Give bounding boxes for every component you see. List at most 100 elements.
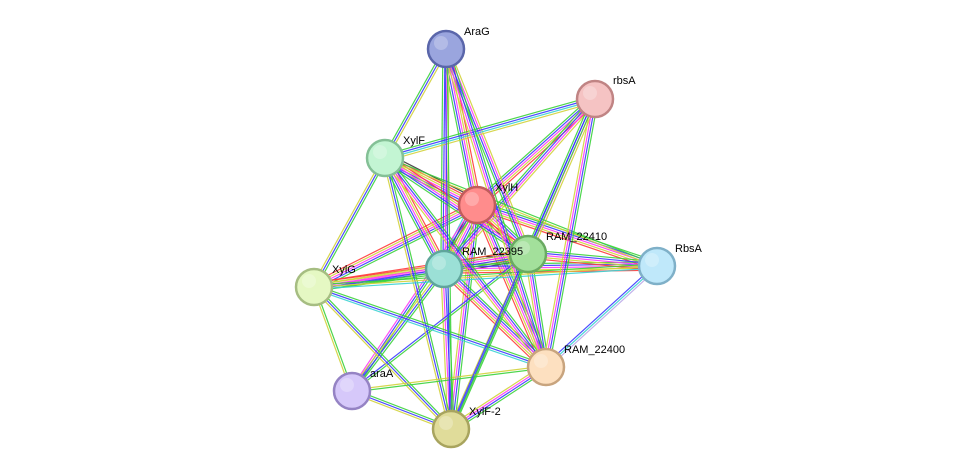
edge-evidence-line — [314, 267, 658, 290]
edge-5-1[interactable] — [441, 96, 598, 272]
node-highlight — [340, 378, 354, 392]
edge-evidence-line — [387, 155, 549, 366]
edge-2-0[interactable] — [382, 47, 449, 160]
node-arag[interactable]: AraG — [426, 26, 490, 69]
edge-evidence-line — [314, 255, 529, 290]
edge-evidence-line — [380, 159, 441, 272]
edge-evidence-line — [313, 265, 658, 288]
node-xylg[interactable]: XylG — [294, 264, 356, 307]
node-circle-xylf[interactable] — [365, 138, 405, 178]
edge-evidence-line — [384, 157, 452, 430]
node-circle-xylg[interactable] — [294, 267, 334, 307]
edge-2-1[interactable] — [383, 95, 597, 162]
node-highlight — [432, 256, 446, 270]
node-highlight — [645, 253, 659, 267]
node-ram-22395[interactable]: RAM_22395 — [424, 246, 523, 289]
node-highlight — [516, 241, 530, 255]
edge-evidence-line — [440, 271, 544, 371]
edge-evidence-line — [446, 48, 530, 254]
edge-evidence-line — [384, 97, 595, 158]
edge-evidence-line — [313, 251, 528, 286]
edge-0-10[interactable] — [444, 48, 453, 430]
node-circle-ram-22395[interactable] — [424, 249, 464, 289]
node-circle-ram-22410[interactable] — [508, 234, 548, 274]
node-rbsa[interactable]: RbsA — [637, 243, 703, 286]
edge-evidence-line — [386, 49, 449, 160]
edge-evidence-line — [453, 205, 481, 430]
node-highlight — [465, 192, 479, 206]
node-circle-araa[interactable] — [332, 371, 372, 411]
edge-evidence-line — [382, 47, 445, 158]
node-circle-xylf-2[interactable] — [431, 409, 471, 449]
node-xylf-2[interactable]: XylF-2 — [431, 406, 501, 449]
edge-evidence-line — [528, 249, 658, 263]
edge-evidence-line — [314, 206, 479, 290]
edge-7-6[interactable] — [313, 263, 658, 290]
edge-4-6[interactable] — [527, 249, 658, 271]
edge-4-2[interactable] — [382, 154, 531, 258]
edge-evidence-line — [448, 47, 532, 254]
edge-evidence-line — [444, 99, 597, 271]
edge-2-6[interactable] — [384, 156, 658, 268]
edge-2-10[interactable] — [382, 157, 454, 430]
edge-1-8[interactable] — [542, 98, 599, 368]
edge-evidence-line — [382, 158, 443, 271]
edge-evidence-line — [473, 95, 593, 203]
edge-evidence-line — [448, 47, 550, 367]
node-circle-rbsa[interactable] — [575, 79, 615, 119]
node-circle-xylh[interactable] — [457, 185, 497, 225]
edge-evidence-line — [441, 96, 594, 268]
edge-evidence-line — [544, 264, 656, 366]
node-label-rbsa: rbsA — [613, 75, 636, 87]
node-ram-22400[interactable]: RAM_22400 — [526, 344, 625, 387]
node-label-araa: araA — [370, 368, 394, 380]
edge-evidence-line — [384, 48, 447, 159]
edge-evidence-line — [446, 48, 453, 429]
edge-evidence-line — [444, 49, 451, 430]
edge-evidence-line — [315, 158, 388, 289]
edge-8-6[interactable] — [544, 264, 659, 369]
node-highlight — [583, 86, 597, 100]
node-xylh[interactable]: XylH — [457, 182, 518, 225]
edge-evidence-line — [475, 96, 594, 204]
edge-evidence-line — [351, 268, 445, 392]
node-label-rbsa: RbsA — [675, 243, 703, 255]
edge-evidence-line — [385, 101, 597, 162]
edge-evidence-line — [313, 249, 528, 284]
edge-evidence-line — [314, 284, 547, 366]
edge-evidence-line — [524, 97, 593, 253]
node-xylf[interactable]: XylF — [365, 135, 425, 178]
node-circle-rbsa[interactable] — [637, 246, 677, 286]
node-highlight — [302, 274, 316, 288]
node-highlight — [434, 36, 448, 50]
edge-evidence-line — [385, 156, 548, 367]
edge-evidence-line — [313, 286, 547, 368]
edge-evidence-line — [313, 286, 452, 430]
edge-evidence-line — [315, 285, 453, 428]
edge-evidence-line — [385, 99, 596, 160]
node-rbsa[interactable]: rbsA — [575, 75, 636, 119]
edge-7-8[interactable] — [313, 284, 547, 370]
edge-evidence-line — [546, 99, 597, 368]
edge-2-8[interactable] — [382, 155, 549, 370]
edge-evidence-line — [353, 269, 447, 393]
edge-5-9[interactable] — [349, 267, 447, 393]
edge-4-7[interactable] — [313, 249, 529, 292]
node-label-ram-22410: RAM_22410 — [546, 231, 607, 243]
node-araa[interactable]: araA — [332, 368, 394, 411]
edge-4-0[interactable] — [442, 47, 532, 256]
edge-evidence-line — [312, 288, 450, 431]
edge-evidence-line — [349, 267, 443, 391]
node-circle-arag[interactable] — [426, 29, 466, 69]
edge-evidence-line — [545, 265, 658, 368]
edge-evidence-line — [382, 160, 526, 258]
edges-layer — [311, 47, 659, 433]
node-circle-ram-22400[interactable] — [526, 347, 566, 387]
edge-7-10[interactable] — [312, 285, 453, 431]
edge-evidence-line — [349, 203, 476, 391]
edge-evidence-line — [313, 157, 386, 288]
edge-evidence-line — [382, 158, 450, 430]
edge-2-7[interactable] — [311, 156, 388, 289]
node-ram-22410[interactable]: RAM_22410 — [508, 231, 607, 274]
edge-evidence-line — [313, 253, 529, 288]
